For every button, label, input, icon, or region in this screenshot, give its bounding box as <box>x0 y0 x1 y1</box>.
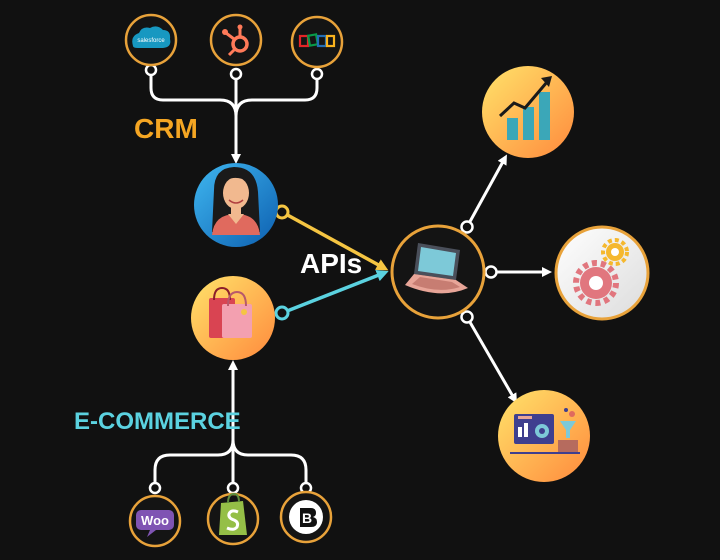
shopify-icon <box>206 492 260 546</box>
crm-api-connector <box>281 210 389 271</box>
crm-connector-dot-3 <box>310 67 324 81</box>
output-dot-3 <box>460 310 474 324</box>
bigcommerce-logo-text: B <box>302 510 312 526</box>
crm-connector-dot-2 <box>229 67 243 81</box>
ecommerce-api-connector <box>281 269 389 315</box>
crm-connector-dot-1 <box>144 63 158 77</box>
hubspot-icon <box>209 13 263 67</box>
output-dot-1 <box>460 220 474 234</box>
output-connectors <box>465 154 552 404</box>
ecommerce-connectors <box>153 360 308 488</box>
growth-chart-icon <box>482 66 574 158</box>
gears-icon <box>554 225 650 321</box>
ecommerce-label: E-COMMERCE <box>74 408 241 435</box>
salesforce-icon: salesforce <box>124 13 178 67</box>
shopping-bags-icon <box>191 276 275 360</box>
bigcommerce-icon: B <box>279 490 333 544</box>
ecommerce-connector-dot-2 <box>226 481 240 495</box>
zoho-icon <box>290 15 344 69</box>
ecommerce-connector-dot-1 <box>148 481 162 495</box>
person-avatar-icon <box>194 163 278 247</box>
laptop-icon <box>390 224 486 320</box>
apis-label: APIs <box>300 248 363 279</box>
crm-label: CRM <box>134 113 198 144</box>
output-dot-2 <box>484 265 498 279</box>
crm-connectors <box>149 70 319 164</box>
woocommerce-logo-text: Woo <box>141 513 169 528</box>
salesforce-logo-text: salesforce <box>137 38 165 44</box>
woocommerce-icon: Woo <box>128 494 182 548</box>
analytics-dashboard-icon <box>498 390 590 482</box>
ecommerce-api-dot <box>274 305 290 321</box>
